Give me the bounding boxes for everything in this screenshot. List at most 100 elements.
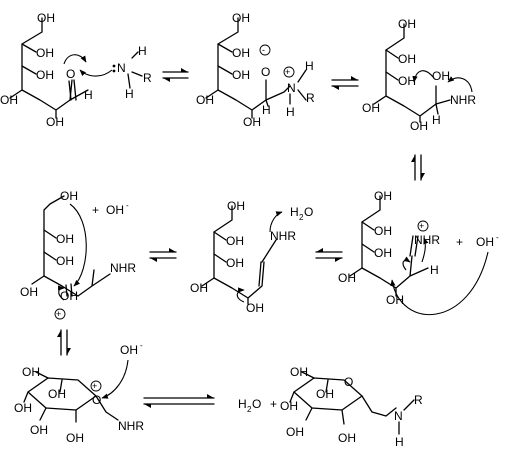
equilibrium-arrow-vertical xyxy=(57,329,71,356)
oh-label: OH xyxy=(338,271,356,285)
r-label: R xyxy=(143,71,152,85)
water-label: H xyxy=(290,205,299,219)
oh-label: OH xyxy=(232,68,250,82)
oh-label: OH xyxy=(243,115,261,129)
structure-amadori-product: H 2 O + OH OH OH OH OH O N R H xyxy=(238,365,423,449)
water-subscript: 2 xyxy=(247,405,252,414)
oxygen-label: O xyxy=(92,393,101,407)
nitrogen-label: N xyxy=(394,409,403,423)
nitrogen-label: N xyxy=(287,81,296,95)
oh-label: OH xyxy=(22,365,40,379)
r-label: R xyxy=(306,91,315,105)
oh-label: OH xyxy=(66,431,84,445)
oh-label: OH xyxy=(232,11,250,25)
oxygen-label: O xyxy=(261,65,270,79)
nhr-label: NHR xyxy=(450,93,476,107)
oh-label: OH xyxy=(20,285,38,299)
oxygen-label: O xyxy=(344,375,353,389)
svg-text:+: + xyxy=(92,381,97,391)
oh-label: OH xyxy=(226,234,244,248)
oh-label: OH xyxy=(280,399,298,413)
oh-label: OH xyxy=(398,74,416,88)
water-label: H xyxy=(238,397,247,411)
hydrogen-label: H xyxy=(125,87,134,101)
oh-label: OH xyxy=(374,189,392,203)
oh-label: OH xyxy=(362,101,380,115)
oh-label: OH xyxy=(398,17,416,31)
oh-label: OH xyxy=(290,365,308,379)
svg-text:-: - xyxy=(262,45,265,55)
oh-label: OH xyxy=(338,431,356,445)
svg-text:+: + xyxy=(285,67,290,77)
hydroxide-label: OH xyxy=(476,235,494,249)
oh-label: OH xyxy=(46,115,64,129)
equilibrium-arrow xyxy=(162,68,189,82)
structure-glucose-open-chain: OH OH OH OH OH O H N H R H xyxy=(0,11,152,129)
oh-label: OH xyxy=(0,93,18,107)
hydrogen-label: H xyxy=(262,103,271,117)
hydrogen-label: H xyxy=(395,435,404,449)
hydroxide-label: OH xyxy=(120,343,138,357)
oh-label: OH xyxy=(56,232,74,246)
oh-label: OH xyxy=(246,301,264,315)
hydroxide-label: OH xyxy=(106,203,124,217)
oh-label: OH xyxy=(226,256,244,270)
equilibrium-arrow xyxy=(315,248,343,262)
nitrogen-label: N xyxy=(117,61,126,75)
oh-label: OH xyxy=(398,52,416,66)
oh-label: OH xyxy=(374,224,392,238)
structure-protonated-pyranose: OH OH OH OH OH O + NHR OH - xyxy=(14,341,144,445)
structure-enaminol: OH OH OH OH OH NHR H 2 O xyxy=(190,199,313,315)
oh-label: OH xyxy=(232,46,250,60)
plus-sign: + xyxy=(92,203,99,217)
oh-label: OH xyxy=(37,11,55,25)
structure-iminium-ion: OH OH OH OH OH NHR + H + OH - xyxy=(338,189,499,316)
oh-label: OH xyxy=(374,246,392,260)
oh-label: OH xyxy=(432,69,450,83)
oh-label: OH xyxy=(48,387,66,401)
hydrogen-label: H xyxy=(432,113,441,127)
oh-label: OH xyxy=(316,387,334,401)
hydrogen-label: H xyxy=(430,263,439,277)
oxygen-label: O xyxy=(66,67,75,81)
water-oxygen: O xyxy=(252,397,261,411)
water-subscript: 2 xyxy=(299,213,304,222)
hydrogen-label: H xyxy=(286,105,295,119)
oh-label: OH xyxy=(386,293,404,307)
nhr-label: NHR xyxy=(270,229,296,243)
oh-label: OH xyxy=(30,423,48,437)
oh-label: OH xyxy=(410,119,428,133)
structure-protonated-ketone: OH OH OH OH OH + NHR + OH - xyxy=(20,189,136,320)
oh-label: OH xyxy=(56,254,74,268)
nhr-label: NHR xyxy=(118,419,144,433)
hydroxide-charge: - xyxy=(126,201,129,210)
hydrogen-label: H xyxy=(138,44,147,58)
oh-label: OH xyxy=(14,401,32,415)
plus-sign: + xyxy=(456,235,463,249)
oh-label: OH xyxy=(36,68,54,82)
oh-label: OH xyxy=(196,93,214,107)
nhr-label: NHR xyxy=(110,261,136,275)
svg-text:+: + xyxy=(56,309,61,319)
hydrogen-label: H xyxy=(305,59,314,73)
hydrogen-label: H xyxy=(84,88,93,102)
oh-label: OH xyxy=(286,425,304,439)
oh-label: OH xyxy=(60,189,78,203)
r-label: R xyxy=(414,393,423,407)
equilibrium-arrow xyxy=(143,394,215,408)
oh-label: OH xyxy=(227,199,245,213)
hydroxide-charge: - xyxy=(140,341,143,350)
equilibrium-arrow xyxy=(331,76,359,90)
equilibrium-arrow xyxy=(149,248,177,262)
svg-text:+: + xyxy=(419,221,424,231)
hydroxide-charge: - xyxy=(496,233,499,242)
structure-carbinolamine-zwitterion: OH OH OH OH OH O - H N + H R H xyxy=(196,11,315,129)
nhr-label: NHR xyxy=(414,233,440,247)
water-oxygen: O xyxy=(304,205,313,219)
oh-label: OH xyxy=(36,46,54,60)
equilibrium-arrow-vertical xyxy=(411,154,425,181)
plus-sign: + xyxy=(270,397,277,411)
oh-label: OH xyxy=(60,289,78,303)
oh-label: OH xyxy=(190,281,208,295)
